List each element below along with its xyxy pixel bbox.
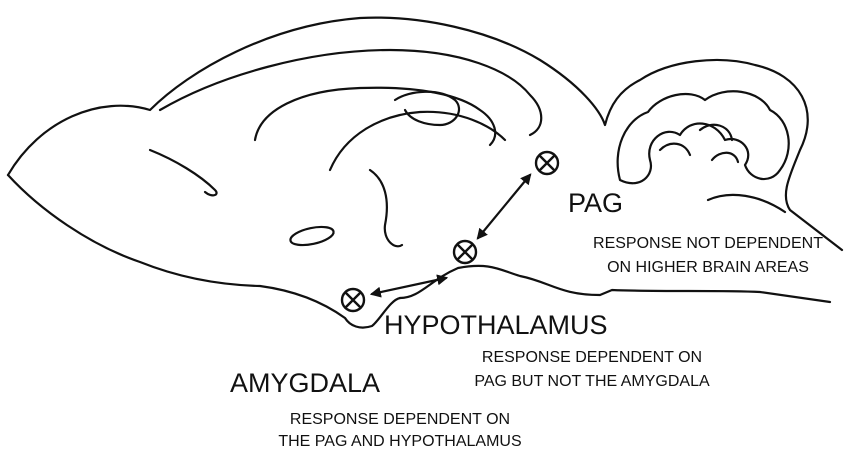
hypothalamus-site-marker [454,241,476,263]
hypothalamus-desc-line1: RESPONSE DEPENDENT ON [482,349,702,366]
frontal-notch [150,150,217,195]
brain-outline [8,18,842,328]
hippocampus-loop [395,92,459,125]
amygdala-site-marker [342,289,364,311]
cerebellum-folia-inner [660,125,738,162]
amygdala-desc-line1: RESPONSE DEPENDENT ON [290,411,510,428]
cerebellum [618,91,789,183]
hypothalamus-desc-line2: PAG BUT NOT THE AMYGDALA [474,373,710,390]
hypothalamus-label: HYPOTHALAMUS [384,310,608,340]
corpus-callosum [160,50,541,135]
pag-desc-line1: RESPONSE NOT DEPENDENT [593,235,823,252]
amygdala-desc-line2: THE PAG AND HYPOTHALAMUS [278,433,521,450]
pag-desc-line2: ON HIGHER BRAIN AREAS [607,259,809,276]
pag-site-marker [536,152,558,174]
amygdala-label: AMYGDALA [230,368,380,398]
arrow-hypothalamus-pag [478,175,530,238]
ventricle [370,170,402,246]
cerebellum-lower-edge [708,195,785,212]
pag-label: PAG [568,188,623,218]
anterior-commissure [289,224,335,249]
arrow-amygdala-hypothalamus [372,278,446,294]
brain-base-contour [8,175,400,328]
